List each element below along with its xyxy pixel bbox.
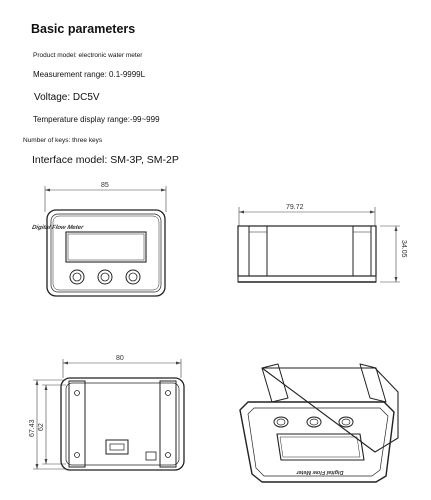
isometric-view: Digital Flow Meter [239,363,399,483]
iso-key-1 [273,416,289,428]
back-bezel [65,382,180,466]
device-label-front: Digital Flow Meter [31,225,84,231]
arrowhead [45,188,50,192]
side-body [237,225,377,277]
front-bezel [50,213,162,293]
dim-back-width: 80 [116,355,124,362]
side-view: 79.72 34.05 [237,204,407,283]
arrowhead [35,380,39,385]
iso-screen-inner [279,436,361,458]
dim-front-width: 85 [101,182,109,189]
iso-key-2-cap [309,418,319,426]
arrowhead [239,210,244,214]
device-label-iso: Digital Flow Meter [296,469,344,475]
side-bezel [237,275,377,283]
key-2 [97,269,113,285]
arrowhead [394,277,398,282]
front-screen [65,231,147,263]
screw-hole [165,452,171,458]
param-interface-model: Interface model: SM-3P, SM-2P [32,154,179,166]
key-3-cap [128,272,138,282]
arrowhead [63,361,68,365]
connector-pins [109,443,125,451]
arrowhead [176,361,181,365]
back-body [60,377,185,471]
iso-clip-right [359,363,387,403]
iso-key-2 [306,416,322,428]
front-view: 85 Digital Flow Meter [31,182,167,297]
back-view: 80 67.43 62 [29,355,185,471]
iso-keys [273,416,354,428]
iso-key-3-cap [341,418,351,426]
arrowhead [394,226,398,231]
side-clip-left [248,225,268,277]
screw-hole [74,390,80,396]
param-product-model: Product model: electronic water meter [33,52,143,59]
iso-clip-left [261,363,289,403]
front-keys [69,269,141,285]
iso-front-face [247,407,389,477]
key-1 [69,269,85,285]
front-body [46,209,166,297]
arrowhead [35,464,39,469]
key-3 [125,269,141,285]
param-voltage: Voltage: DC5V [34,92,100,103]
param-measurement-range: Measurement range: 0.1-9999L [33,70,146,79]
dim-side-height: 34.05 [400,240,407,258]
screw-hole [74,452,80,458]
arrowhead [44,459,48,464]
dim-back-inner-height: 62 [38,423,45,431]
iso-key-1-cap [276,418,286,426]
key-1-cap [72,272,82,282]
back-clip-right [159,380,177,468]
back-tab [145,451,157,461]
iso-screen [276,433,365,461]
screw-hole [165,390,171,396]
param-temperature-range: Temperature display range:-99~999 [33,115,160,124]
back-clip-left [68,380,86,468]
dim-side-length: 79.72 [286,204,304,211]
front-screen-inner [67,233,145,261]
arrowhead [44,385,48,390]
side-clip-right [352,225,372,277]
arrowhead [370,210,375,214]
connector-port [105,439,129,455]
key-2-cap [100,272,110,282]
front-bezel-inner [52,215,160,291]
section-title: Basic parameters [31,22,136,36]
iso-front-bezel [239,401,395,483]
dim-back-outer-height: 67.43 [29,419,36,437]
iso-key-3 [338,416,354,428]
arrowhead [161,188,166,192]
param-number-of-keys: Number of keys: three keys [23,137,103,144]
iso-back-body [261,367,399,453]
